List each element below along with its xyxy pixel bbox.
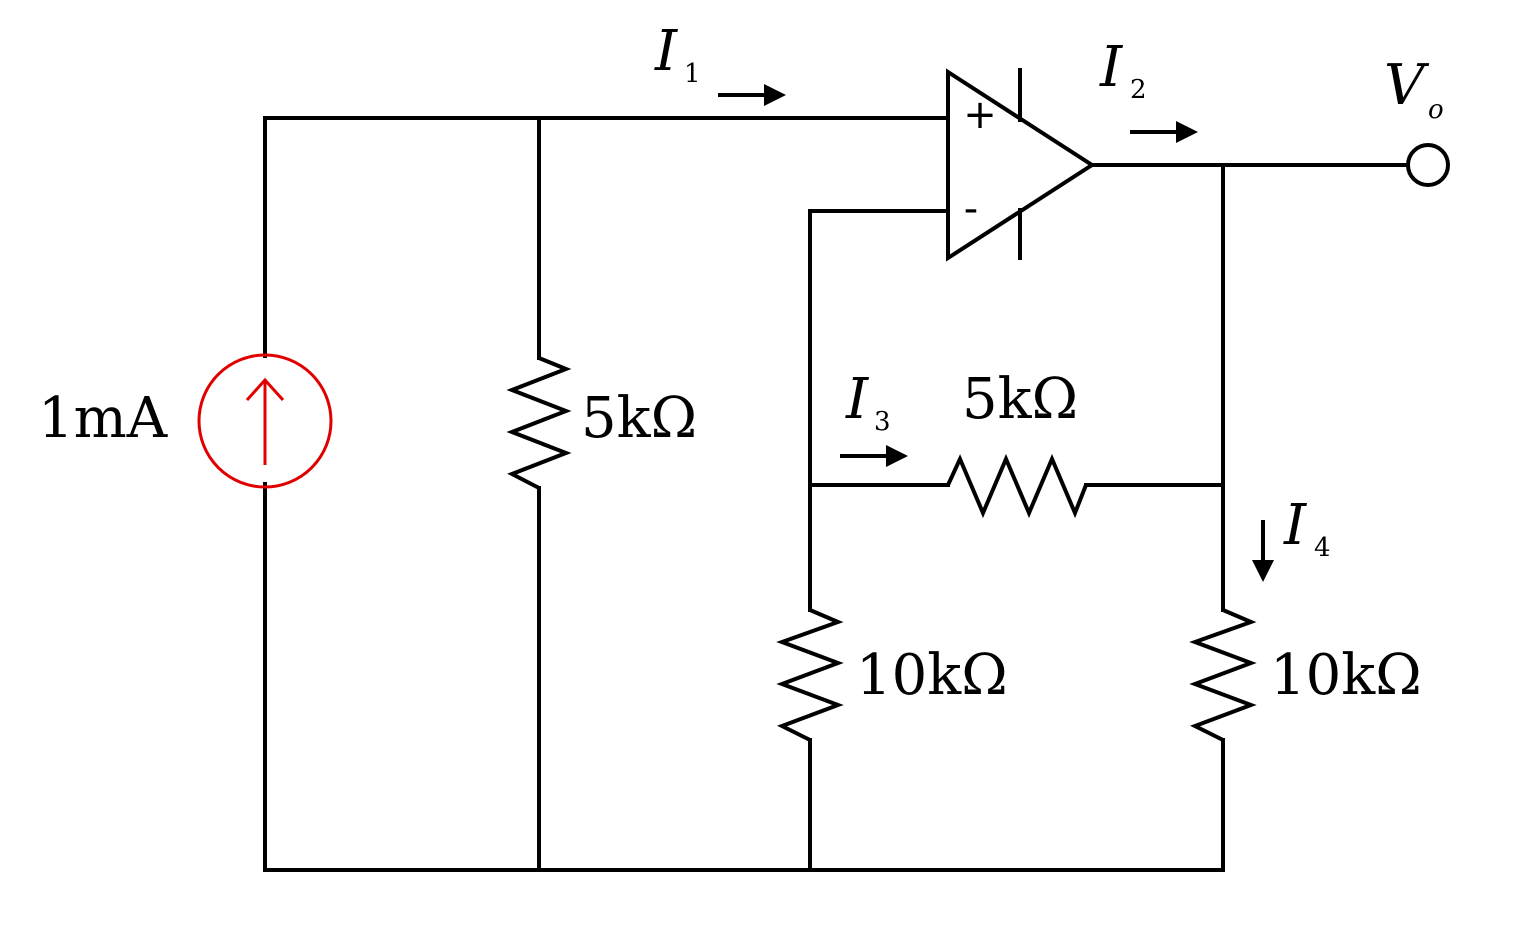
current-source bbox=[197, 353, 333, 489]
resistor-10k-middle bbox=[776, 608, 844, 742]
op-amp-minus-sign: - bbox=[964, 186, 978, 232]
svg-text:V: V bbox=[1384, 53, 1430, 118]
svg-text:o: o bbox=[1428, 95, 1444, 125]
resistor-10k-right bbox=[1189, 608, 1257, 742]
svg-text:I: I bbox=[1099, 35, 1124, 100]
svg-text:I: I bbox=[654, 19, 679, 84]
arrow-up-head-icon bbox=[245, 377, 285, 402]
label-i4: I 4 bbox=[1283, 493, 1331, 563]
svg-text:4: 4 bbox=[1314, 533, 1331, 563]
current-arrow-i4 bbox=[1252, 520, 1274, 582]
label-i3: I 3 bbox=[845, 367, 891, 437]
svg-text:I: I bbox=[1283, 493, 1308, 558]
resistor-10k-middle-label: 10kΩ bbox=[856, 643, 1008, 708]
op-amp-plus-sign: + bbox=[963, 92, 997, 138]
label-i1: I 1 bbox=[654, 19, 701, 89]
current-arrow-i3 bbox=[840, 445, 908, 467]
current-source-circle bbox=[197, 353, 333, 489]
current-arrow-i2 bbox=[1130, 121, 1198, 143]
svg-text:1: 1 bbox=[684, 59, 701, 89]
label-i2: I 2 bbox=[1099, 35, 1147, 105]
op-amp: + - bbox=[946, 68, 1096, 262]
source-label: 1mA bbox=[38, 386, 168, 451]
current-arrow-i1 bbox=[718, 84, 786, 106]
resistor-5k-horizontal bbox=[946, 453, 1088, 519]
resistor-5k-horizontal-label: 5kΩ bbox=[962, 367, 1078, 432]
svg-text:3: 3 bbox=[874, 407, 891, 437]
resistor-5k-left-label: 5kΩ bbox=[581, 386, 697, 451]
svg-text:2: 2 bbox=[1130, 75, 1147, 105]
label-vo: V o bbox=[1384, 53, 1444, 125]
resistor-5k-left bbox=[506, 356, 572, 490]
resistor-10k-right-label: 10kΩ bbox=[1270, 643, 1422, 708]
svg-text:I: I bbox=[845, 367, 870, 432]
wires bbox=[263, 116, 1410, 872]
output-terminal bbox=[1406, 143, 1450, 187]
